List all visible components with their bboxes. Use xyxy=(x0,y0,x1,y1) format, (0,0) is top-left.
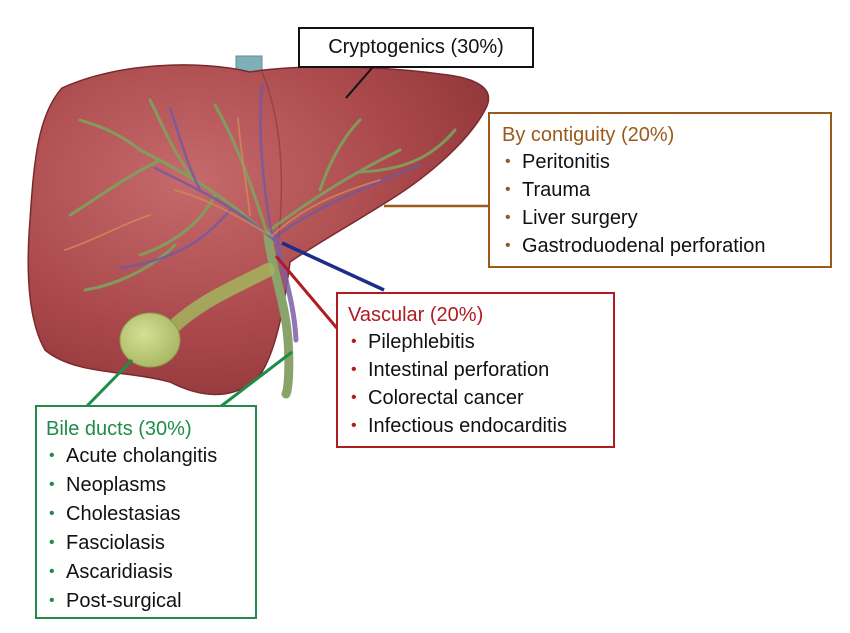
gallbladder xyxy=(119,312,181,368)
list-item: •Post-surgical xyxy=(46,587,246,616)
list-item: •Neoplasms xyxy=(46,471,246,500)
bullet-icon: • xyxy=(505,181,511,198)
vascular-box: Vascular (20%) •Pilephlebitis •Intestina… xyxy=(336,292,615,448)
list-item: •Fasciolasis xyxy=(46,529,246,558)
bullet-icon: • xyxy=(49,476,55,493)
bullet-icon: • xyxy=(505,237,511,254)
bullet-icon: • xyxy=(351,361,357,378)
bullet-icon: • xyxy=(49,447,55,464)
list-item: •Intestinal perforation xyxy=(348,356,603,384)
hepatic-artery-tree xyxy=(64,117,381,251)
cystic-duct xyxy=(163,263,275,337)
contiguity-list: •Peritonitis •Trauma •Liver surgery •Gas… xyxy=(502,148,818,260)
bullet-icon: • xyxy=(351,417,357,434)
bullet-icon: • xyxy=(49,505,55,522)
list-item: •Gastroduodenal perforation xyxy=(502,232,818,260)
bullet-icon: • xyxy=(505,209,511,226)
portal-vein xyxy=(273,233,299,343)
bullet-icon: • xyxy=(49,534,55,551)
bullet-icon: • xyxy=(49,563,55,580)
bile-connector-gallbladder xyxy=(84,358,134,409)
vascular-list: •Pilephlebitis •Intestinal perforation •… xyxy=(348,328,603,440)
list-item: •Acute cholangitis xyxy=(46,442,246,471)
bullet-icon: • xyxy=(351,333,357,350)
bullet-icon: • xyxy=(505,153,511,170)
list-item: •Cholestasias xyxy=(46,500,246,529)
bile-connector-duct xyxy=(219,350,293,409)
bile-ducts-box: Bile ducts (30%) •Acute cholangitis •Neo… xyxy=(35,405,257,619)
list-item: •Trauma xyxy=(502,176,818,204)
list-item: •Liver surgery xyxy=(502,204,818,232)
list-item: •Colorectal cancer xyxy=(348,384,603,412)
cryptogenics-box: Cryptogenics (30%) xyxy=(298,27,534,68)
list-item: •Pilephlebitis xyxy=(348,328,603,356)
bullet-icon: • xyxy=(49,592,55,609)
vascular-connector-blue xyxy=(281,241,385,292)
list-item: •Peritonitis xyxy=(502,148,818,176)
bullet-icon: • xyxy=(351,389,357,406)
hepatic-vein-tree xyxy=(118,83,422,270)
vascular-title: Vascular (20%) xyxy=(348,304,484,326)
bile-ducts-list: •Acute cholangitis •Neoplasms •Cholestas… xyxy=(46,442,246,616)
common-bile-duct xyxy=(263,231,294,399)
bile-ducts-title: Bile ducts (30%) xyxy=(46,418,192,440)
list-item: •Ascaridiasis xyxy=(46,558,246,587)
cryptogenics-label: Cryptogenics (30%) xyxy=(328,36,504,58)
contiguity-title: By contiguity (20%) xyxy=(502,124,675,146)
list-item: •Infectious endocarditis xyxy=(348,412,603,440)
contiguity-box: By contiguity (20%) •Peritonitis •Trauma… xyxy=(488,112,832,268)
cryptogenics-connector xyxy=(345,67,373,99)
